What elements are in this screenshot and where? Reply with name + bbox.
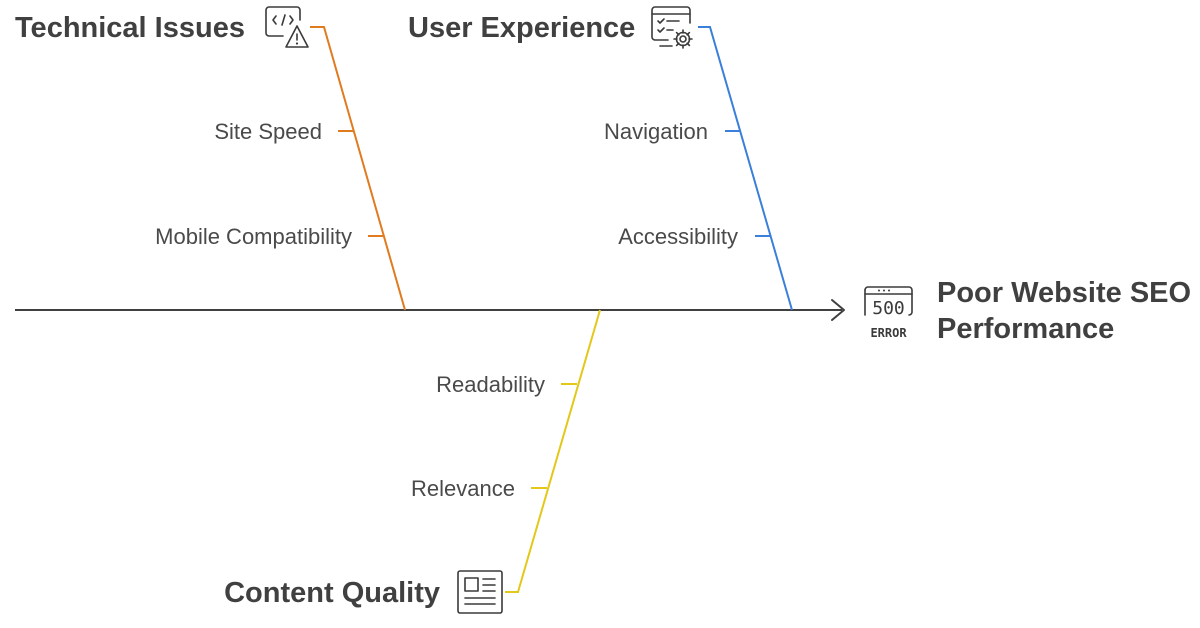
cause-label-readability: Readability xyxy=(436,372,545,397)
cause-label-relevance: Relevance xyxy=(411,476,515,501)
category-title-content-quality: Content Quality xyxy=(224,577,440,609)
cause-label-accessibility: Accessibility xyxy=(618,224,738,249)
document-icon xyxy=(457,570,503,614)
bone-technical-issues xyxy=(310,26,406,311)
code-warning-icon xyxy=(265,6,309,48)
cause-label-navigation: Navigation xyxy=(604,119,708,144)
bone-user-experience xyxy=(698,26,793,311)
cause-label-site-speed: Site Speed xyxy=(214,119,322,144)
effect-label-line1: Poor Website SEO xyxy=(937,277,1191,309)
error-code-text: 500 xyxy=(872,298,905,319)
bone-content-quality xyxy=(505,309,601,593)
error-caption-text: ERROR xyxy=(870,326,907,340)
server-error-500-icon: 500 ERROR xyxy=(864,286,913,340)
cause-label-mobile-compatibility: Mobile Compatibility xyxy=(155,224,352,249)
effect-label-line2: Performance xyxy=(937,313,1114,345)
spine xyxy=(15,299,845,321)
checklist-gear-icon xyxy=(651,6,693,49)
category-title-user-experience: User Experience xyxy=(408,12,635,44)
category-title-technical-issues: Technical Issues xyxy=(15,12,245,44)
